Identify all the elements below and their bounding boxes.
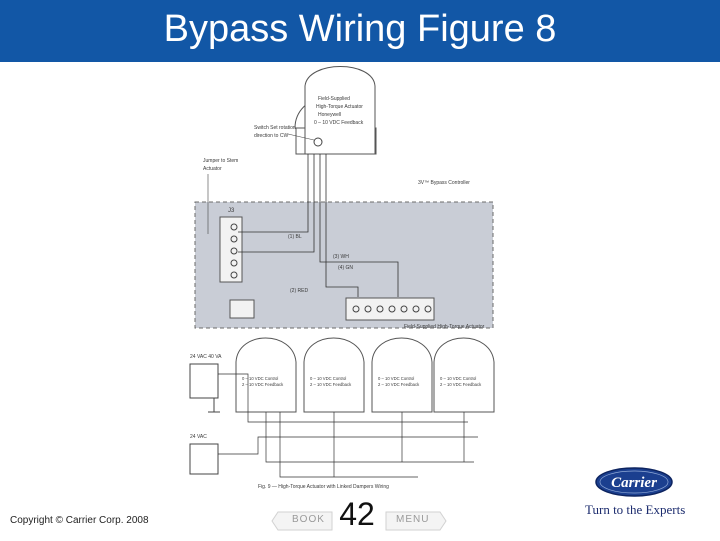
actuator-4-line-1: 2 – 10 VDC Feedback bbox=[440, 382, 482, 387]
actuator-2 bbox=[303, 337, 365, 413]
actuator-1-line-1: 2 – 10 VDC Feedback bbox=[242, 382, 284, 387]
page-number: 42 bbox=[339, 496, 375, 532]
wire-label-bl: (1) BL bbox=[288, 234, 302, 240]
actuator-1 bbox=[235, 337, 297, 413]
title-bar bbox=[0, 0, 720, 62]
slide-title: Bypass Wiring Figure 8 bbox=[163, 8, 557, 50]
menu-button-shape bbox=[385, 511, 447, 531]
menu-button[interactable]: MENU bbox=[378, 508, 448, 534]
carrier-logo: Carrier bbox=[578, 466, 718, 536]
actuator-2-line-0: 0 – 10 VDC Control bbox=[310, 376, 346, 381]
transformer-2 bbox=[189, 443, 219, 475]
actuator-2-line-1: 2 – 10 VDC Feedback bbox=[310, 382, 352, 387]
book-button-shape bbox=[271, 511, 333, 531]
copyright-text: Copyright © Carrier Corp. 2008 bbox=[10, 515, 149, 526]
top-actuator-switch bbox=[313, 137, 323, 147]
transformer-1 bbox=[189, 363, 219, 399]
book-label: BOOK bbox=[292, 514, 325, 525]
top-actuator-text-3: 0 – 10 VDC Feedback bbox=[314, 120, 364, 126]
actuator-4 bbox=[433, 337, 495, 413]
actuator-3 bbox=[371, 337, 433, 413]
wire-label-red: (2) RED bbox=[290, 288, 308, 294]
transformer-1-label: 24 VAC 40 VA bbox=[190, 354, 222, 360]
menu-label: MENU bbox=[396, 514, 430, 525]
top-actuator-outline bbox=[304, 66, 376, 155]
top-actuator-text-1: High-Torque Actuator bbox=[316, 104, 363, 110]
cw-note-0: Switch Set rotation bbox=[254, 125, 296, 131]
wiring-diagram-svg: 3V™ Bypass Controller Field-Supplied Hig… bbox=[189, 66, 495, 490]
actuator-1-line-0: 0 – 10 VDC Control bbox=[242, 376, 278, 381]
carrier-logo-svg: Carrier bbox=[595, 467, 673, 497]
top-actuator-text-0: Field-Supplied bbox=[318, 96, 350, 102]
wire-label-wh: (3) WH bbox=[333, 254, 349, 260]
j-block-label: J3 bbox=[228, 208, 235, 214]
wiring-diagram: 3V™ Bypass Controller Field-Supplied Hig… bbox=[168, 62, 498, 492]
jumper-note-1: Actuator bbox=[203, 166, 222, 172]
logo-oval bbox=[595, 467, 673, 497]
top-actuator-text-2: Honeywell bbox=[318, 112, 341, 118]
book-button[interactable]: BOOK bbox=[270, 508, 340, 534]
transformer-2-label: 24 VAC bbox=[190, 434, 207, 440]
diagram-caption: Fig. 9 — High-Torque Actuator with Linke… bbox=[258, 484, 389, 490]
sub-note: Field-Supplied High-Torque Actuator bbox=[404, 324, 485, 330]
actuator-3-line-0: 0 – 10 VDC Control bbox=[378, 376, 414, 381]
j-power-block bbox=[229, 299, 255, 319]
terminal-strip bbox=[345, 297, 435, 321]
actuator-4-line-0: 0 – 10 VDC Control bbox=[440, 376, 476, 381]
panel-label: 3V™ Bypass Controller bbox=[418, 180, 470, 186]
wire-label-gnd: (4) GN bbox=[338, 265, 353, 271]
actuator-3-line-1: 2 – 10 VDC Feedback bbox=[378, 382, 420, 387]
tagline: Turn to the Experts bbox=[585, 502, 686, 517]
logo-text: Carrier bbox=[611, 475, 657, 491]
jumper-note-0: Jumper to Stem bbox=[203, 158, 238, 164]
cw-note-1: direction to CW bbox=[254, 133, 288, 139]
